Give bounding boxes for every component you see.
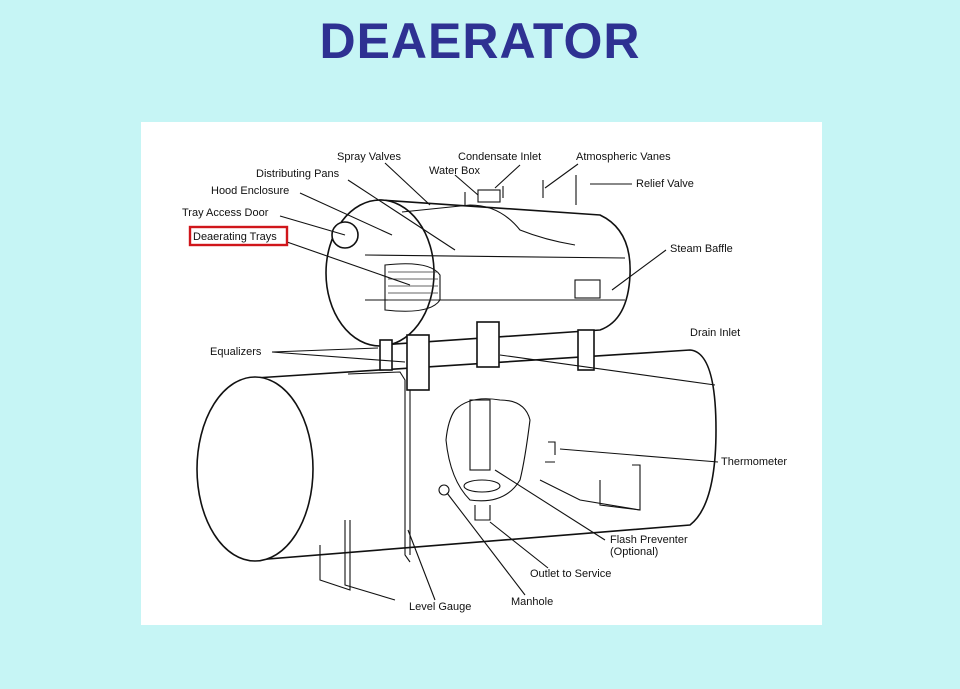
highlight-box — [188, 225, 289, 247]
slide-title: DEAERATOR — [319, 13, 641, 69]
label-deaerating-trays: Deaerating Trays — [193, 231, 277, 243]
label-tray-access-door: Tray Access Door — [182, 207, 269, 219]
label-equalizers: Equalizers — [210, 346, 262, 358]
label-flash-preventer-note: (Optional) — [610, 546, 658, 558]
label-flash-preventer: Flash Preventer — [610, 534, 688, 546]
label-manhole: Manhole — [511, 596, 553, 608]
label-condensate-inlet: Condensate Inlet — [458, 151, 541, 163]
label-steam-baffle: Steam Baffle — [670, 243, 733, 255]
label-spray-valves: Spray Valves — [337, 151, 401, 163]
label-drain-inlet: Drain Inlet — [690, 327, 740, 339]
label-hood-enclosure: Hood Enclosure — [211, 185, 289, 197]
label-water-box: Water Box — [429, 165, 480, 177]
leader-lines — [271, 162, 719, 601]
label-outlet-to-service: Outlet to Service — [530, 568, 611, 580]
label-distributing-pans: Distributing Pans — [256, 168, 340, 180]
label-level-gauge: Level Gauge — [409, 601, 471, 613]
deaerator-shell — [325, 175, 631, 391]
label-relief-valve: Relief Valve — [636, 178, 694, 190]
label-atmospheric-vanes: Atmospheric Vanes — [576, 151, 671, 163]
label-thermometer: Thermometer — [721, 456, 787, 468]
level-gauge — [347, 371, 411, 563]
storage-tank — [196, 349, 717, 601]
